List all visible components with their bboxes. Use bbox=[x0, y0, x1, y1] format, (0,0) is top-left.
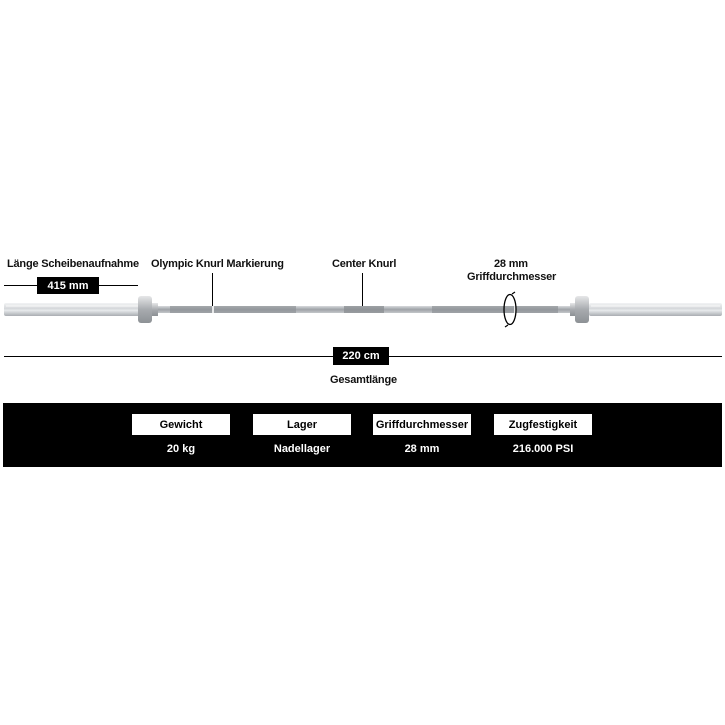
sleeve-length-title: Länge Scheibenaufnahme bbox=[7, 258, 139, 270]
center-knurl bbox=[344, 306, 384, 313]
total-length-value: 220 cm bbox=[333, 347, 389, 365]
spec-weight-value: 20 kg bbox=[166, 443, 196, 455]
spec-grip-diameter-value: 28 mm bbox=[404, 443, 440, 455]
right-sleeve bbox=[589, 303, 722, 316]
spec-tensile-strength-value: 216.000 PSI bbox=[512, 443, 574, 455]
knurl-left bbox=[170, 306, 296, 313]
right-collar bbox=[575, 296, 589, 323]
left-sleeve bbox=[4, 303, 140, 316]
knurl-right bbox=[432, 306, 558, 313]
spec-bearing-header: Lager bbox=[253, 414, 351, 435]
specs-band: Gewicht 20 kg Lager Nadellager Griffdurc… bbox=[3, 403, 722, 467]
center-knurl-label: Center Knurl bbox=[332, 258, 397, 270]
spec-tensile-strength-header: Zugfestigkeit bbox=[494, 414, 592, 435]
spec-weight-header: Gewicht bbox=[132, 414, 230, 435]
grip-diameter-value-label: 28 mm bbox=[494, 258, 528, 270]
total-length-title: Gesamtlänge bbox=[330, 374, 397, 386]
olympic-knurl-pointer bbox=[212, 273, 213, 306]
grip-diameter-marker bbox=[503, 293, 517, 326]
spec-grip-diameter-header: Griffdurchmesser bbox=[373, 414, 471, 435]
olympic-knurl-label: Olympic Knurl Markierung bbox=[151, 258, 284, 270]
spec-bearing-value: Nadellager bbox=[273, 443, 331, 455]
grip-diameter-title-label: Griffdurchmesser bbox=[467, 271, 557, 283]
sleeve-length-value: 415 mm bbox=[37, 277, 99, 294]
center-knurl-pointer bbox=[362, 273, 363, 306]
left-collar bbox=[138, 296, 152, 323]
